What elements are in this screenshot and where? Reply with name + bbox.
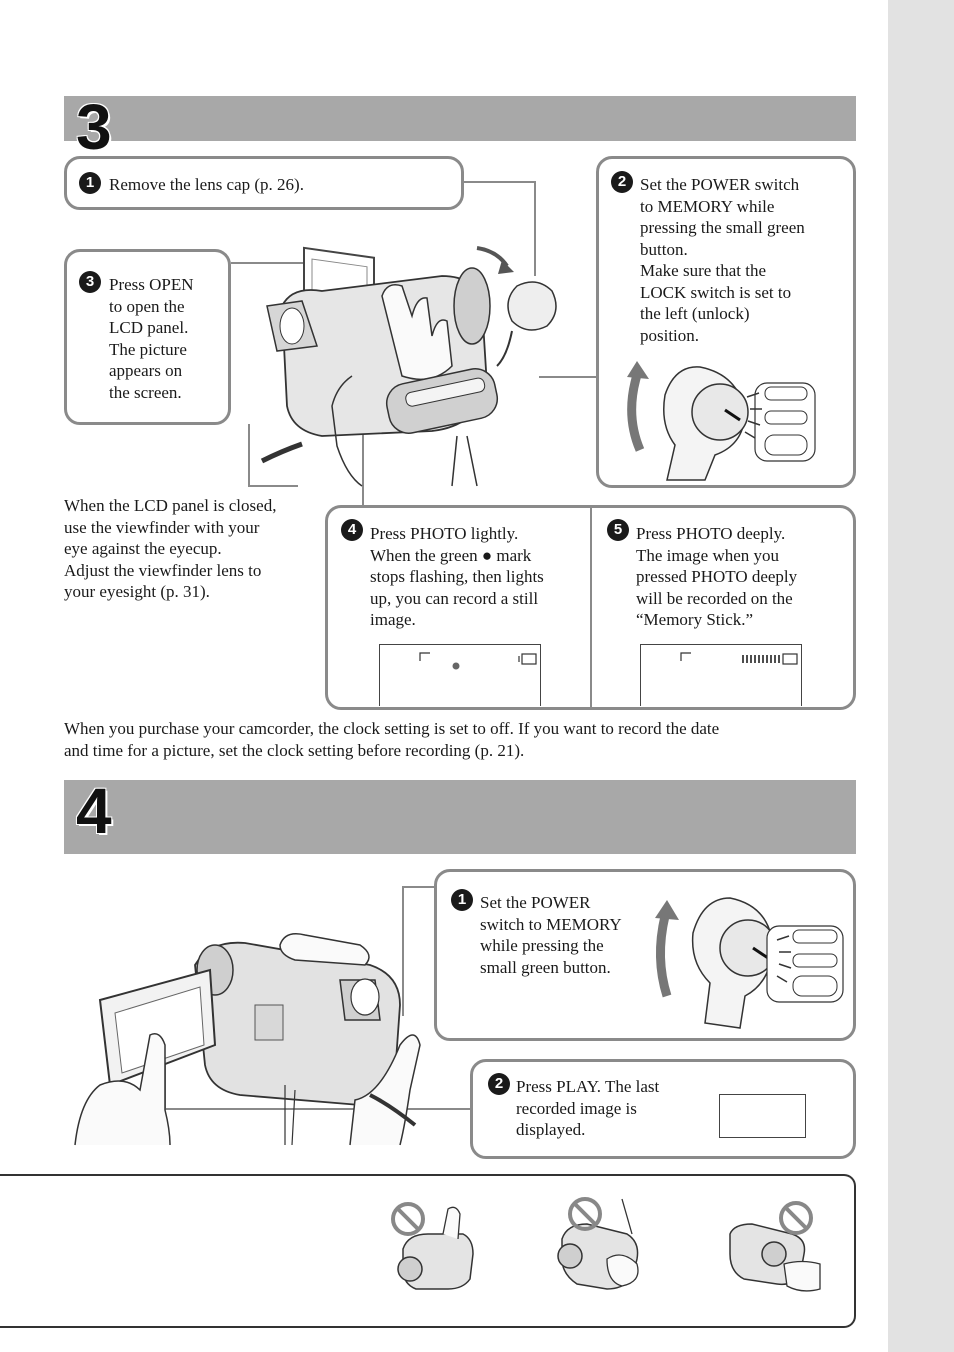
viewfinder-note: When the LCD panel is closed, use the vi… bbox=[64, 496, 277, 601]
connector-line bbox=[534, 181, 536, 276]
step3-4-text: Press PHOTO lightly. When the green ● ma… bbox=[370, 524, 544, 629]
section-3-number: 3 bbox=[76, 91, 112, 163]
page-side-tab bbox=[888, 0, 954, 1352]
lcd-screen-photo-deep bbox=[640, 644, 802, 706]
step3-1-box bbox=[64, 156, 464, 210]
connector-line bbox=[248, 424, 250, 486]
screen-indicators-icon bbox=[680, 652, 798, 665]
section-4-number: 4 bbox=[76, 775, 112, 847]
connector-line bbox=[539, 376, 596, 378]
connector-line bbox=[402, 886, 434, 888]
step3-3-text: Press OPEN to open the LCD panel. The pi… bbox=[109, 275, 194, 402]
connector-line bbox=[362, 395, 364, 507]
connector-line bbox=[231, 262, 306, 264]
prohibited-icon bbox=[557, 1197, 639, 1290]
connector-line bbox=[248, 485, 298, 487]
step-badge: 2 bbox=[488, 1073, 510, 1095]
caution-box bbox=[0, 1174, 856, 1328]
power-switch-icon bbox=[627, 361, 816, 481]
connector-line bbox=[164, 1108, 470, 1110]
step-badge: 1 bbox=[451, 889, 473, 911]
step-badge: 2 bbox=[611, 171, 633, 193]
divider bbox=[590, 507, 592, 708]
clock-note: When you purchase your camcorder, the cl… bbox=[64, 719, 720, 760]
camcorder-illustration bbox=[74, 933, 421, 1146]
power-switch-icon bbox=[655, 897, 844, 1029]
connector-line bbox=[402, 886, 404, 1016]
camcorder-illustration bbox=[260, 246, 557, 487]
step-badge: 1 bbox=[79, 172, 101, 194]
step3-1-text: Remove the lens cap (p. 26). bbox=[109, 175, 304, 194]
prohibited-icon bbox=[729, 1201, 821, 1292]
step-badge: 4 bbox=[341, 519, 363, 541]
step3-5-text: Press PHOTO deeply. The image when you p… bbox=[636, 524, 798, 629]
screen-indicators-icon bbox=[419, 652, 537, 670]
section-4-banner: 4 bbox=[64, 775, 856, 854]
lcd-screen-photo-light bbox=[379, 644, 541, 706]
step4-2-text: Press PLAY. The last recorded image is d… bbox=[516, 1077, 660, 1139]
connector-line bbox=[464, 181, 536, 183]
step-badge: 3 bbox=[79, 271, 101, 293]
step4-1-text: Set the POWER switch to MEMORY while pre… bbox=[480, 893, 622, 977]
lcd-screen-playback bbox=[719, 1094, 806, 1138]
section-3-banner: 3 bbox=[64, 91, 856, 163]
step-badge: 5 bbox=[607, 519, 629, 541]
step3-2-text: Set the POWER switch to MEMORY while pre… bbox=[640, 175, 805, 345]
prohibited-icon bbox=[391, 1202, 474, 1290]
